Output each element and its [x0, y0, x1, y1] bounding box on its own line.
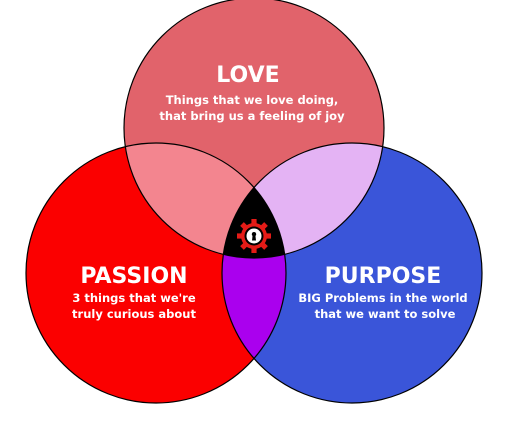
- keyhole-stem: [252, 235, 256, 241]
- purpose-circle-outline: [221, 142, 483, 404]
- passion-description-line2: truly curious about: [72, 307, 196, 321]
- passion-title: PASSION: [80, 264, 187, 289]
- love-description-line2: that bring us a feeling of joy: [159, 109, 345, 123]
- love-description-line1: Things that we love doing,: [166, 93, 339, 107]
- love-circle-outline: [123, 0, 385, 259]
- purpose-description-line2: that we want to solve: [315, 307, 456, 321]
- love-purpose-overlap: [222, 143, 384, 258]
- passion-circle-outline: [25, 142, 287, 404]
- keyhole-top: [251, 232, 257, 237]
- keyhole-gear-icon: [237, 219, 271, 253]
- love-passion-overlap: [124, 143, 286, 258]
- passion-description-line1: 3 things that we're: [72, 291, 195, 305]
- purpose-description-line1: BIG Problems in the world: [298, 291, 467, 305]
- love-title: LOVE: [216, 63, 279, 88]
- purpose-title: PURPOSE: [325, 264, 442, 289]
